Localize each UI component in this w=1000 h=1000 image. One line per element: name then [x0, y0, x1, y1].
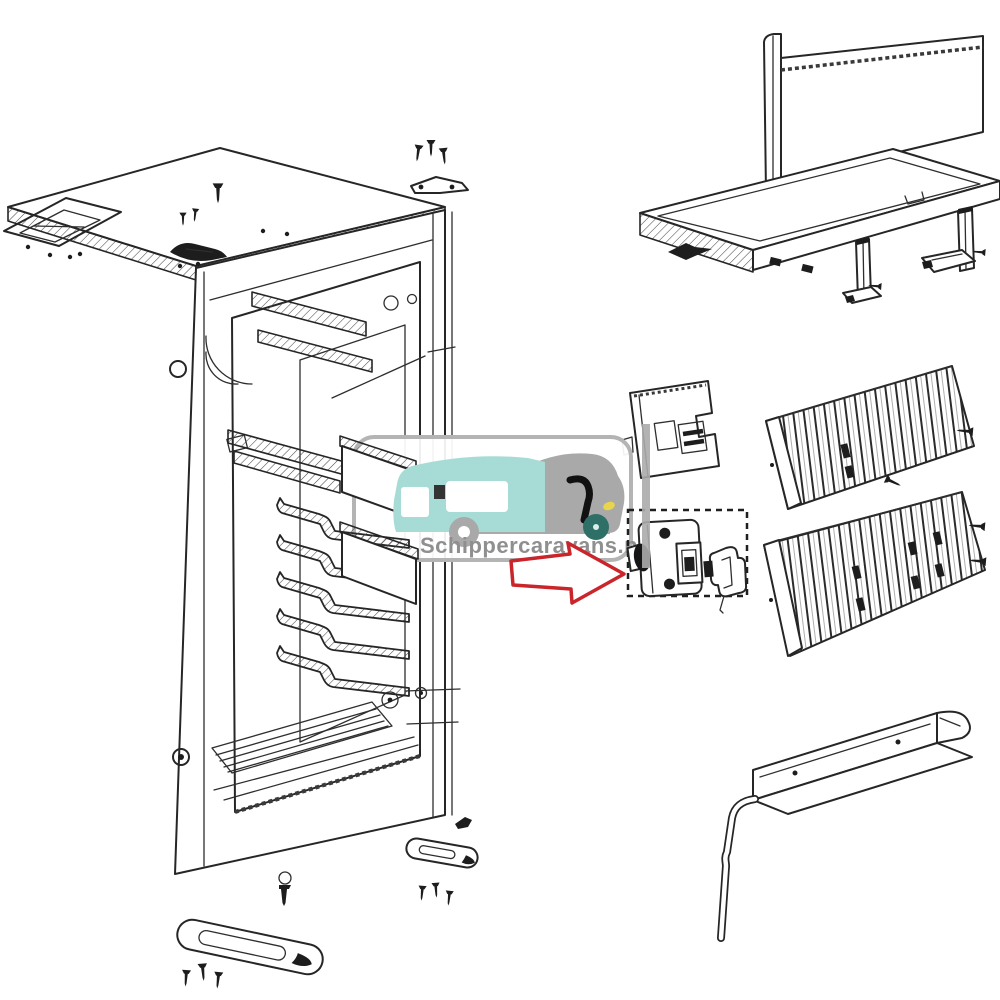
evaporator-panel	[763, 33, 984, 194]
caravan-logo	[393, 453, 625, 547]
fixing-clip-bottom-right	[455, 817, 472, 829]
evaporator-assembly	[639, 33, 1000, 304]
cabinet-interior	[205, 291, 461, 814]
screw-bottom-single	[278, 871, 292, 906]
drain-tube	[717, 795, 759, 942]
caravan-door-window	[434, 485, 445, 499]
latch-bracket-top	[170, 243, 227, 261]
drip-floor-grid	[211, 701, 421, 814]
pointer-arrow	[509, 541, 626, 605]
mid-shelf	[227, 429, 346, 494]
door-lock-assembly	[626, 508, 749, 614]
hinge-bracket-top-right	[410, 176, 469, 194]
mounting-base-tray	[639, 148, 1000, 274]
washer-grommet-upper	[169, 360, 187, 378]
caravan-headlight	[603, 501, 615, 511]
l-bracket-left	[842, 237, 882, 304]
caravan-window-large	[446, 481, 508, 512]
fixing-clip	[668, 243, 712, 260]
watermark-text: Schippercaravans.nl	[420, 533, 645, 558]
mounting-plate-right	[405, 837, 479, 869]
screw-set-bottom-left	[180, 963, 224, 989]
hinge-frame-top-left	[3, 197, 122, 247]
caravan-wheel-front-hub	[593, 524, 599, 530]
cabinet-opening	[231, 261, 421, 813]
washer-grommet-lower	[172, 748, 190, 766]
mounting-plate-left	[176, 918, 324, 976]
door-bin-lower	[339, 521, 419, 605]
vent-grille-lower	[763, 491, 987, 657]
caravan-cab	[520, 453, 625, 533]
top-panel-screw-dots	[25, 228, 290, 269]
grille-screw-loose	[883, 474, 903, 490]
control-cover	[621, 380, 720, 479]
l-bracket-right	[921, 206, 986, 273]
caravan-wheel-hub	[458, 526, 470, 538]
vent-grille-upper	[765, 365, 975, 510]
freezer-shelf	[251, 291, 426, 399]
caravan-window-small	[401, 487, 429, 517]
refrigerator-cabinet	[3, 140, 479, 989]
lock-body	[626, 518, 704, 598]
screw-set-bottom-right	[417, 882, 454, 907]
interior-fittings	[381, 293, 461, 725]
grille-clips	[851, 531, 945, 612]
lock-striker	[703, 546, 748, 614]
caravan-mirror-hook	[566, 475, 593, 524]
watermark-leader-bar	[642, 424, 650, 568]
flue-rail	[752, 710, 973, 815]
